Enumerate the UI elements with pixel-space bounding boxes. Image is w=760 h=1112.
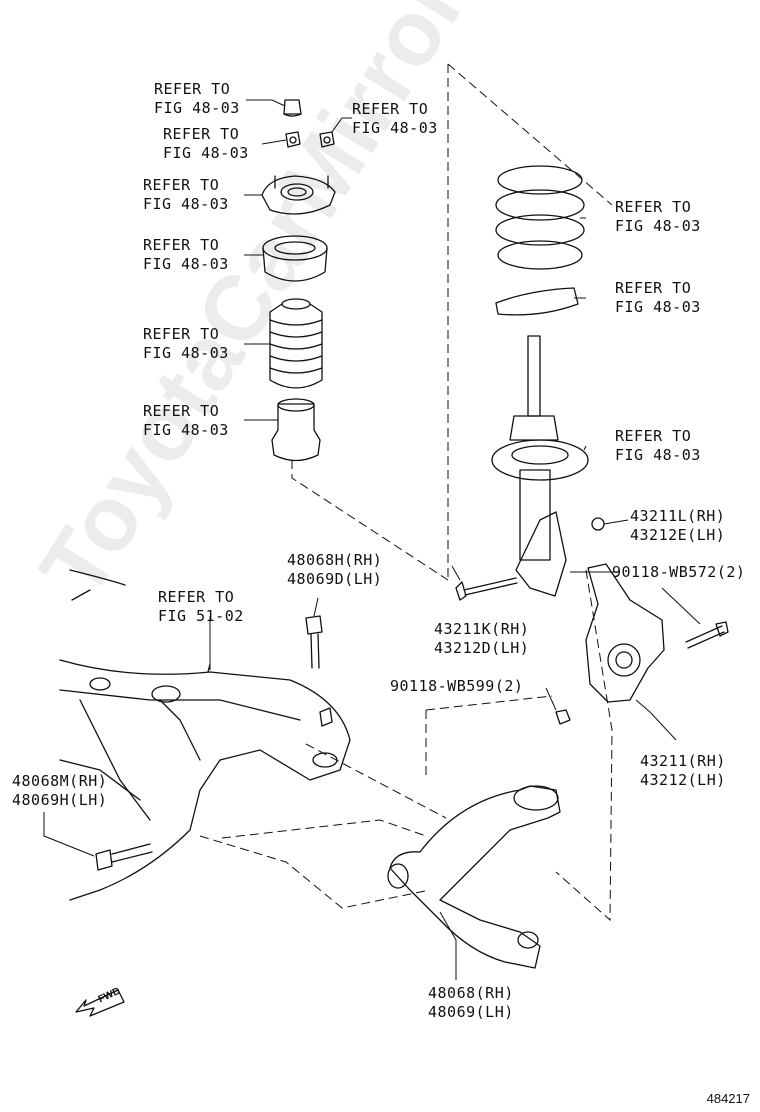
support-bearing xyxy=(262,235,328,282)
vertical-bolt-shape xyxy=(305,615,323,669)
steering-knuckle-shape xyxy=(585,563,665,703)
part-number-strut-nut: 43211L(RH)43212E(LH) xyxy=(630,507,726,544)
part-number-vertical-bolt: 48068H(RH)48069D(LH) xyxy=(287,551,383,588)
knuckle-nut-shape xyxy=(555,709,571,725)
arm-bolt-shape xyxy=(95,843,153,871)
strut-nut-shape xyxy=(591,517,605,531)
spring-insulator xyxy=(495,287,579,316)
dust-boot xyxy=(269,298,323,389)
nut-left xyxy=(285,131,301,148)
coil-spring xyxy=(495,165,585,270)
bump-cap xyxy=(283,99,302,117)
lower-arm-shape xyxy=(387,785,561,969)
knuckle-bolt-shape xyxy=(685,621,729,649)
part-number-arm-bolt: 48068M(RH)48069H(LH) xyxy=(12,772,108,809)
part-number-lower-arm: 48068(RH)48069(LH) xyxy=(428,984,514,1021)
nut-right xyxy=(319,131,335,148)
part-number-knuckle-bolt: 90118-WB572(2) xyxy=(612,563,746,581)
part-number-strut-bolt: 43211K(RH)43212D(LH) xyxy=(434,620,530,657)
part-number-knuckle-nut: 90118-WB599(2) xyxy=(390,677,524,695)
front-crossmember-shape xyxy=(59,569,351,901)
strut-bolt-shape xyxy=(455,577,518,601)
figure-number: 484217 xyxy=(706,1091,750,1106)
strut-support xyxy=(261,175,336,215)
fwd-arrow-icon xyxy=(75,989,125,1017)
bump-stopper xyxy=(271,398,321,462)
shock-absorber xyxy=(491,335,589,597)
part-number-knuckle: 43211(RH)43212(LH) xyxy=(640,752,726,789)
